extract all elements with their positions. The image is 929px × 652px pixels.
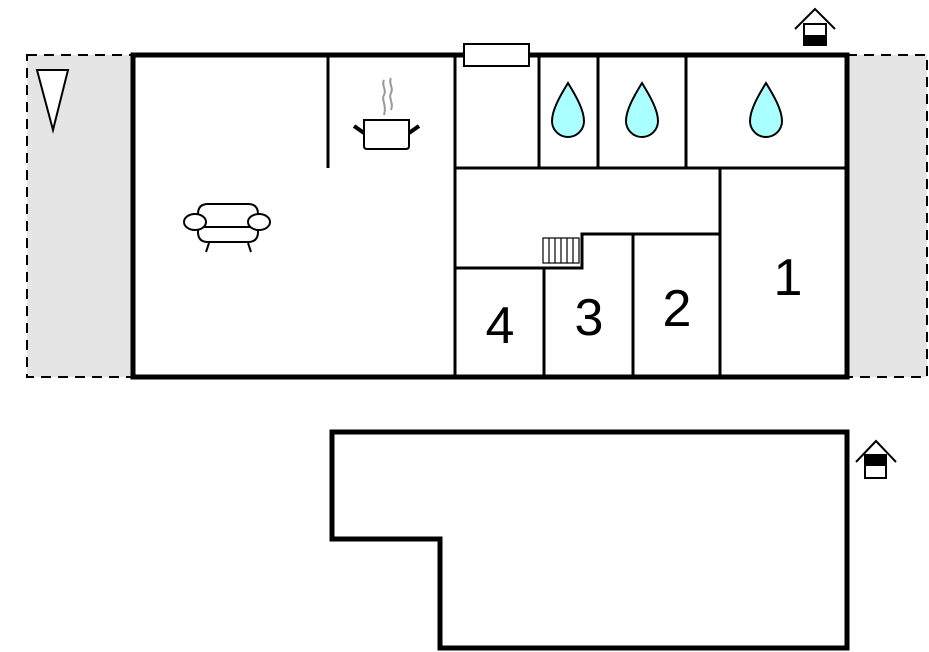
- house-upper-floor-icon: [855, 439, 897, 479]
- upper-floor-building: [329, 429, 850, 651]
- window-icon: [463, 43, 530, 67]
- terrace-right: [846, 54, 928, 378]
- compass-north-triangle-icon: [35, 69, 70, 134]
- sofa-icon: [183, 203, 271, 253]
- house-ground-floor-icon: [794, 7, 836, 46]
- bedroom-1-label: 1: [774, 249, 803, 307]
- stairs-icon: [542, 237, 580, 264]
- cooking-pot-icon: [352, 77, 421, 150]
- water-drop-icon: [748, 81, 784, 138]
- water-drop-icon: [624, 81, 660, 138]
- terrace-left: [26, 54, 134, 378]
- bedroom-4-label: 4: [486, 297, 515, 355]
- bedroom-2-label: 2: [663, 280, 692, 338]
- bedroom-3-label: 3: [575, 289, 604, 347]
- interior-walls: [326, 55, 847, 377]
- water-drop-icon: [550, 81, 586, 138]
